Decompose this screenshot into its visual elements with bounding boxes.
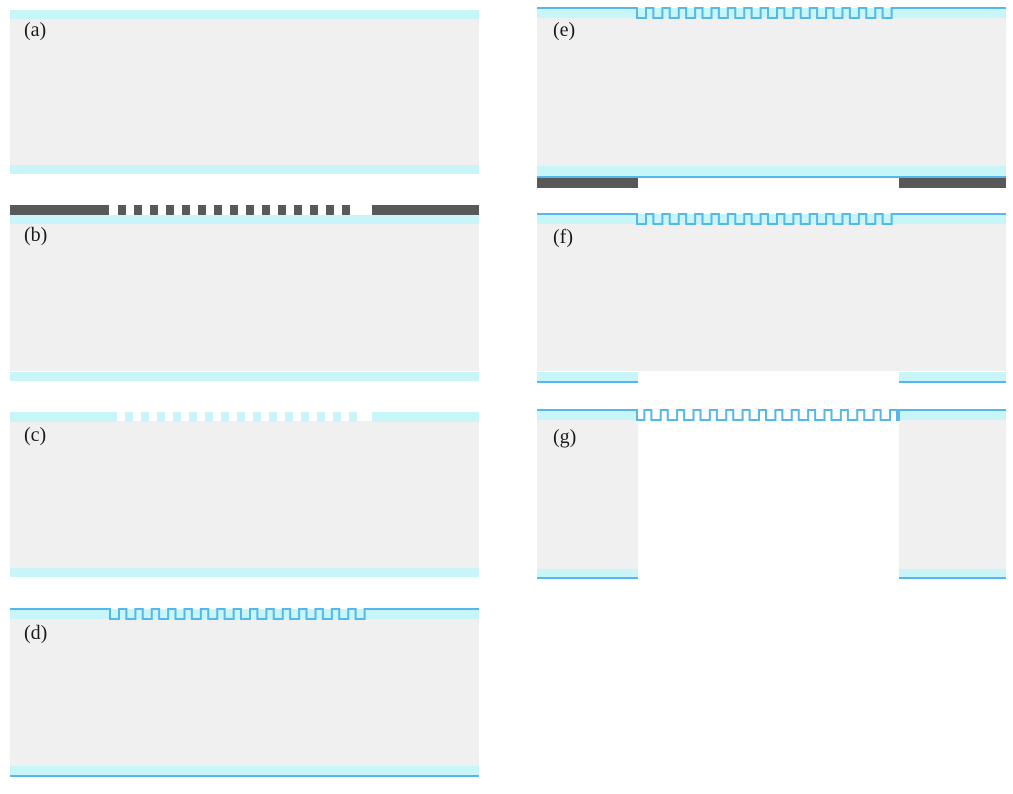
corrugated-top-surface	[537, 213, 1006, 225]
mask-segment	[326, 205, 334, 215]
substrate	[10, 224, 479, 371]
panel-e: (e)	[537, 7, 1006, 188]
mask-segment	[342, 205, 350, 215]
film-segment	[205, 412, 213, 422]
bottom-film-layer	[10, 766, 479, 775]
mask-segment	[182, 205, 190, 215]
panel-label-e: (e)	[553, 19, 575, 41]
bottom-film-layer	[10, 372, 479, 381]
film-segment	[269, 412, 277, 422]
panel-label-a: (a)	[24, 19, 46, 41]
mask-segment	[118, 205, 126, 215]
panel-g: (g)	[537, 409, 1006, 579]
bottom-film-layer	[10, 165, 479, 174]
top-film-left	[537, 410, 638, 420]
film-segment	[349, 412, 357, 422]
suspended-corrugated-membrane	[537, 409, 1006, 421]
bottom-film-layer	[537, 166, 1006, 177]
bottom-film-left	[537, 372, 638, 382]
top-film-right	[899, 410, 1006, 420]
substrate	[10, 618, 479, 766]
top-film-layer	[537, 8, 1006, 18]
mask-segment	[230, 205, 238, 215]
mask-segment	[198, 205, 206, 215]
top-film-layer	[10, 609, 479, 619]
film-segment	[253, 412, 261, 422]
mask-segment	[10, 205, 109, 215]
film-segment	[317, 412, 325, 422]
substrate-right	[899, 419, 1006, 569]
film-segment	[109, 412, 117, 422]
film-segment	[157, 412, 165, 422]
film-segment	[189, 412, 197, 422]
corrugated-top-surface	[537, 7, 1006, 19]
film-segment	[237, 412, 245, 422]
top-film-layer	[537, 214, 1006, 224]
mask-segment	[214, 205, 222, 215]
film-segment	[372, 412, 479, 422]
film-segment	[141, 412, 149, 422]
film-segment	[301, 412, 309, 422]
panel-label-b: (b)	[24, 224, 47, 246]
substrate	[537, 223, 1006, 371]
film-segment	[221, 412, 229, 422]
panel-label-c: (c)	[24, 424, 46, 446]
film-segment	[173, 412, 181, 422]
substrate	[10, 18, 479, 165]
panel-label-f: (f)	[553, 226, 573, 248]
patterned-top-film	[10, 412, 479, 422]
panel-b: (b)	[10, 205, 479, 381]
film-segment	[125, 412, 133, 422]
top-film-layer	[10, 10, 479, 19]
mask-segment	[372, 205, 479, 215]
bottom-film-left	[537, 569, 638, 578]
panel-label-g: (g)	[553, 426, 576, 448]
substrate-left	[537, 419, 638, 569]
mask-segment	[150, 205, 158, 215]
mask-segment	[166, 205, 174, 215]
panel-f: (f)	[537, 213, 1006, 383]
film-segment	[333, 412, 341, 422]
mask-segment	[246, 205, 254, 215]
bottom-film-layer	[10, 568, 479, 577]
mask-segment	[278, 205, 286, 215]
mask-segment	[294, 205, 302, 215]
backside-mask-left	[537, 178, 638, 188]
mask-segment	[310, 205, 318, 215]
panel-a: (a)	[10, 10, 479, 174]
mask-segment	[262, 205, 270, 215]
backside-mask-right	[899, 178, 1006, 188]
panel-c: (c)	[10, 412, 479, 577]
substrate	[537, 17, 1006, 166]
patterned-mask	[10, 205, 479, 215]
film-segment	[10, 412, 109, 422]
film-segment	[285, 412, 293, 422]
panel-label-d: (d)	[24, 622, 47, 644]
mask-segment	[134, 205, 142, 215]
corrugated-top-surface	[10, 608, 479, 620]
panel-d: (d)	[10, 608, 479, 777]
bottom-film-right	[899, 372, 1006, 382]
bottom-film-right	[899, 569, 1006, 578]
substrate	[10, 421, 479, 568]
top-film-layer	[10, 215, 479, 224]
